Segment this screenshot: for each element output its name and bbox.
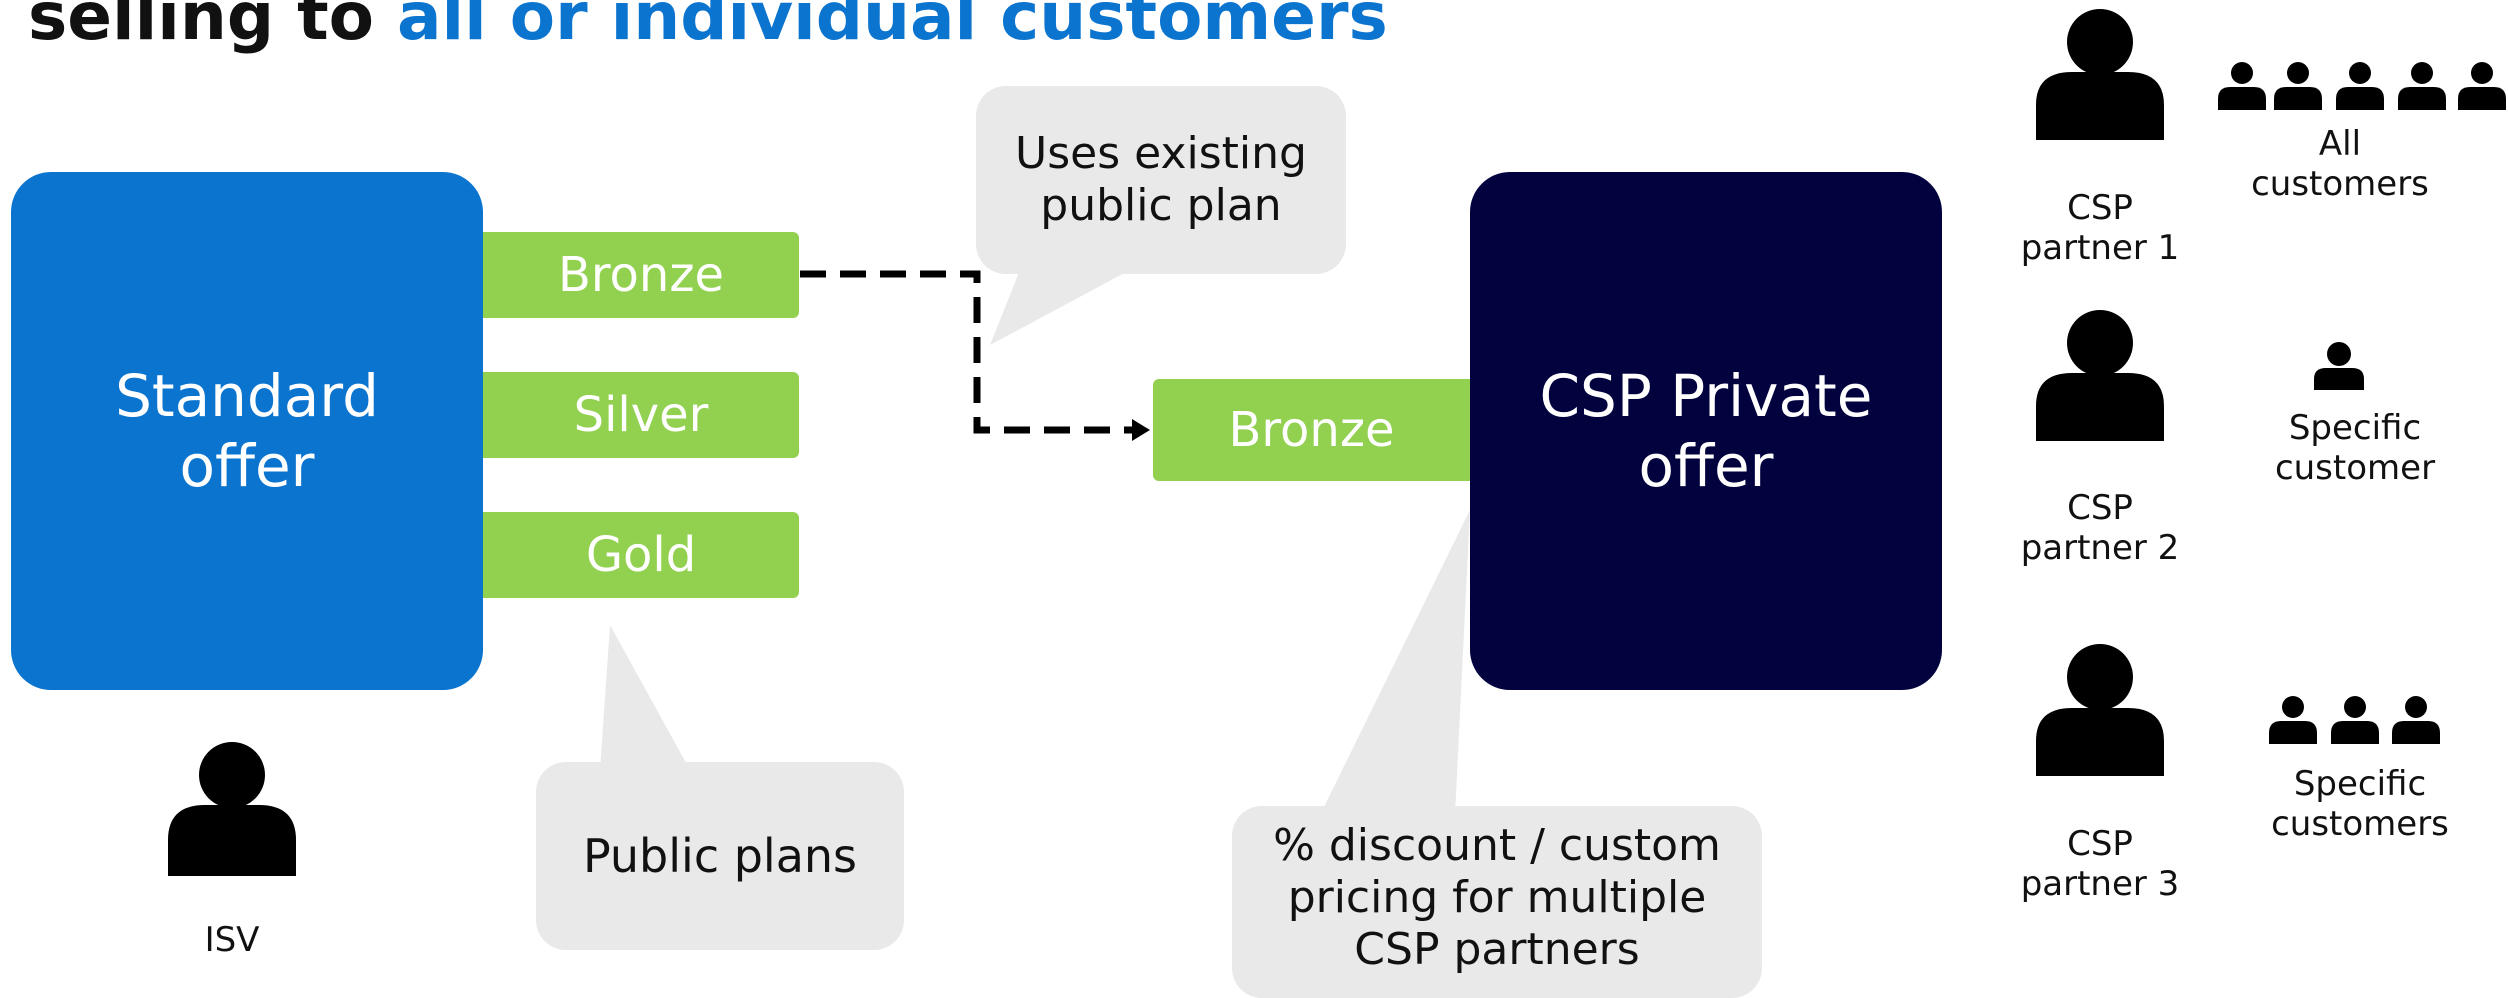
partner-2-person-icon <box>2036 310 2164 441</box>
isv-label: ISV <box>204 920 260 960</box>
standard-offer-line1: Standard <box>115 362 379 430</box>
specific-customer-line2: customer <box>2274 448 2436 488</box>
isv-person-icon <box>168 742 296 876</box>
plan-bronze: Bronze <box>483 232 799 318</box>
specific-customer-label: Specific customer <box>2235 408 2475 488</box>
csp-offer-line1: CSP Private <box>1539 362 1873 430</box>
title-accent: all or individual customers <box>397 0 1388 55</box>
partner-1-line2: partner 1 <box>2020 228 2180 268</box>
discount-callout-line2: pricing for multiple <box>1287 872 1707 923</box>
existing-bubble-tail <box>990 270 1130 345</box>
connector-arrowhead <box>1132 419 1150 441</box>
discount-callout-line3: CSP partners <box>1354 924 1640 975</box>
public-callout-text: Public plans <box>582 829 858 883</box>
plan-bronze-label: Bronze <box>557 247 725 303</box>
all-customers-line1: All <box>2318 124 2362 164</box>
plan-silver-label: Silver <box>573 387 709 443</box>
specific-customer-line1: Specific <box>2288 408 2422 448</box>
partner-3-line2: partner 3 <box>2020 864 2180 904</box>
all-customers-group-icon <box>2218 62 2506 110</box>
partner-2-line1: CSP <box>2067 488 2133 528</box>
specific-customers-line1: Specific <box>2293 764 2427 804</box>
reuse-plan-connector <box>800 270 1133 434</box>
plan-silver: Silver <box>483 372 799 458</box>
existing-callout-line1: Uses existing <box>1015 128 1307 179</box>
all-customers-line2: customers <box>2251 164 2429 204</box>
partner-3-label: CSP partner 3 <box>2010 824 2190 904</box>
discount-bubble-tail <box>1320 510 1470 815</box>
existing-callout-line2: public plan <box>1040 180 1282 231</box>
standard-offer-line2: offer <box>179 432 315 500</box>
plan-gold: Gold <box>483 512 799 598</box>
partner-1-label: CSP partner 1 <box>2010 188 2190 268</box>
specific-customers-line2: customers <box>2271 804 2449 844</box>
private-plan-label: Bronze <box>1228 402 1395 458</box>
partner-2-line2: partner 2 <box>2020 528 2180 568</box>
diagram-title: selling to all or individual customers <box>28 0 1388 55</box>
partner-2-label: CSP partner 2 <box>2010 488 2190 568</box>
discount-callout: % discount / custom pricing for multiple… <box>1232 806 1762 998</box>
specific-customer-icon <box>2314 342 2364 390</box>
plan-gold-label: Gold <box>585 527 697 583</box>
csp-offer-line2: offer <box>1638 432 1774 500</box>
private-plan-bronze: Bronze <box>1153 379 1470 481</box>
specific-customers-group-icon <box>2269 696 2440 744</box>
discount-callout-line1: % discount / custom <box>1273 820 1721 871</box>
standard-offer-box: Standard offer <box>11 172 483 690</box>
specific-customers-label: Specific customers <box>2235 764 2485 844</box>
partner-3-line1: CSP <box>2067 824 2133 864</box>
partner-1-line1: CSP <box>2067 188 2133 228</box>
csp-private-offer-box: CSP Private offer <box>1470 172 1942 690</box>
all-customers-label: All customers <box>2230 124 2450 204</box>
partner-1-person-icon <box>2036 9 2164 140</box>
public-plans-callout: Public plans <box>536 762 904 950</box>
title-prefix: selling to <box>28 0 397 55</box>
existing-plan-callout: Uses existing public plan <box>976 86 1346 274</box>
public-bubble-tail <box>600 625 690 770</box>
partner-3-person-icon <box>2036 644 2164 776</box>
